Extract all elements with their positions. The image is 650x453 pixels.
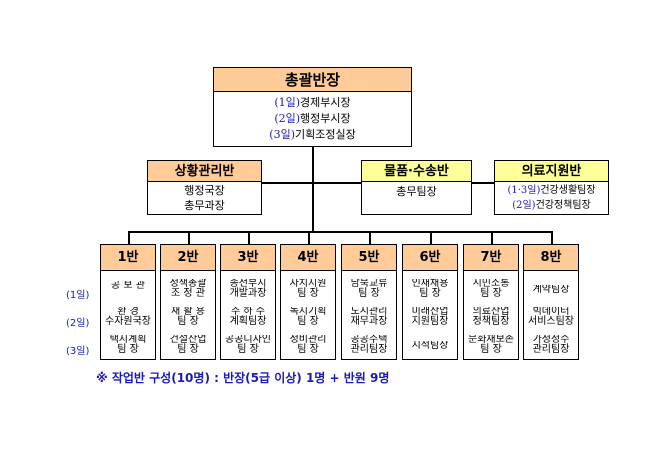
chief-title: 총괄반장 [214,68,411,92]
team-cell: 정비관리 팀 장 [289,335,327,355]
team-title: 2반 [161,245,215,271]
chief-row-3: (3일)기획조정실장 [269,128,356,141]
situation-box: 상황관리반 행정국장 총무과장 [147,160,262,215]
medical-row-1: (1·3일)건강생활팀장 [507,185,596,196]
team-box-6: 6반 인재채용 팀 장 미래산업 지원팀장 지적팀장 [402,244,458,360]
connector-team-2 [188,231,190,244]
team-title: 3반 [221,245,275,271]
connector-team-8 [551,231,553,244]
connector-team-1 [128,231,130,244]
team-cell: 인재채용 팀 장 [411,279,449,299]
team-box-3: 3반 종전부지 개발과장 주 하 수 계획팀장 공공디자인 팀 장 [220,244,276,360]
logistics-title: 물품·수송반 [362,161,471,182]
row-label-day-1: (1일) [66,290,90,301]
team-cell: 환 경 수자원국장 [105,307,151,327]
situation-title: 상황관리반 [148,161,261,182]
team-cell: 도시관리 재무과장 [350,307,388,327]
team-cell: 공 보 관 [111,281,145,291]
connector-chief-vertical [312,146,314,232]
team-cell: 지적팀장 [411,341,449,351]
logistics-line-1: 총무팀장 [396,185,437,198]
connector-team-6 [430,231,432,244]
team-box-5: 5반 남북교류 팀 장 도시관리 재무과장 공공주택 관리팀장 [341,244,397,360]
composition-note: ※ 작업반 구성(10명) : 반장(5급 이상) 1명 + 반원 9명 [96,371,390,385]
medical-row-2: (2일)건강정책팀장 [512,200,591,211]
team-cell: 녹지기획 팀 장 [289,307,327,327]
connector-team-7 [491,231,493,244]
connector-team-3 [248,231,250,244]
team-cell: 택지계획 팀 장 [109,335,147,355]
team-box-8: 8반 계약팀장 빅데이터 서비스팀장 가정정수 관리팀장 [523,244,579,360]
row-label-day-2: (2일) [66,318,90,329]
medical-box: 의료지원반 (1·3일)건강생활팀장 (2일)건강정책팀장 [494,160,609,215]
team-box-1: 1반 공 보 관 환 경 수자원국장 택지계획 팀 장 [100,244,156,360]
team-cell: 자치지원 팀 장 [289,279,327,299]
team-box-4: 4반 자치지원 팀 장 녹지기획 팀 장 정비관리 팀 장 [280,244,336,360]
situation-line-2: 총무과장 [184,199,225,212]
team-title: 4반 [281,245,335,271]
team-cell: 공공디자인 팀 장 [225,335,271,355]
team-cell: 계약팀장 [532,285,570,295]
team-title: 8반 [524,245,578,271]
medical-title: 의료지원반 [495,161,608,182]
chief-row-2: (2일)행정부시장 [274,112,351,125]
chief-row-1: (1일)경제부시장 [274,96,351,109]
team-cell: 의료산업 정책팀장 [472,307,510,327]
team-box-7: 7반 시민소통 팀 장 의료산업 정책팀장 문화재보존 팀 장 [463,244,519,360]
team-box-2: 2반 정책총괄 조 정 관 재 활 용 팀 장 건설산업 팀 장 [160,244,216,360]
situation-line-1: 행정국장 [184,184,225,197]
team-cell: 건설산업 팀 장 [169,335,207,355]
team-title: 7반 [464,245,518,271]
team-cell: 주 하 수 계획팀장 [229,307,267,327]
team-cell: 빅데이터 서비스팀장 [528,307,574,327]
team-cell: 재 활 용 팀 장 [171,307,205,327]
team-cell: 문화재보존 팀 장 [468,335,514,355]
connector-team-5 [369,231,371,244]
logistics-box: 물품·수송반 총무팀장 [361,160,472,215]
chief-box: 총괄반장 (1일)경제부시장 (2일)행정부시장 (3일)기획조정실장 [213,67,412,147]
connector-team-4 [308,231,310,244]
team-cell: 정책총괄 조 정 관 [169,279,207,299]
team-cell: 남북교류 팀 장 [350,279,388,299]
team-cell: 공공주택 관리팀장 [350,335,388,355]
row-label-day-3: (3일) [66,346,90,357]
team-cell: 미래산업 지원팀장 [411,307,449,327]
team-cell: 가정정수 관리팀장 [532,335,570,355]
team-title: 1반 [101,245,155,271]
team-cell: 시민소통 팀 장 [472,279,510,299]
team-cell: 종전부지 개발과장 [229,279,267,299]
team-title: 6반 [403,245,457,271]
connector-team-horizontal [128,231,552,233]
team-title: 5반 [342,245,396,271]
